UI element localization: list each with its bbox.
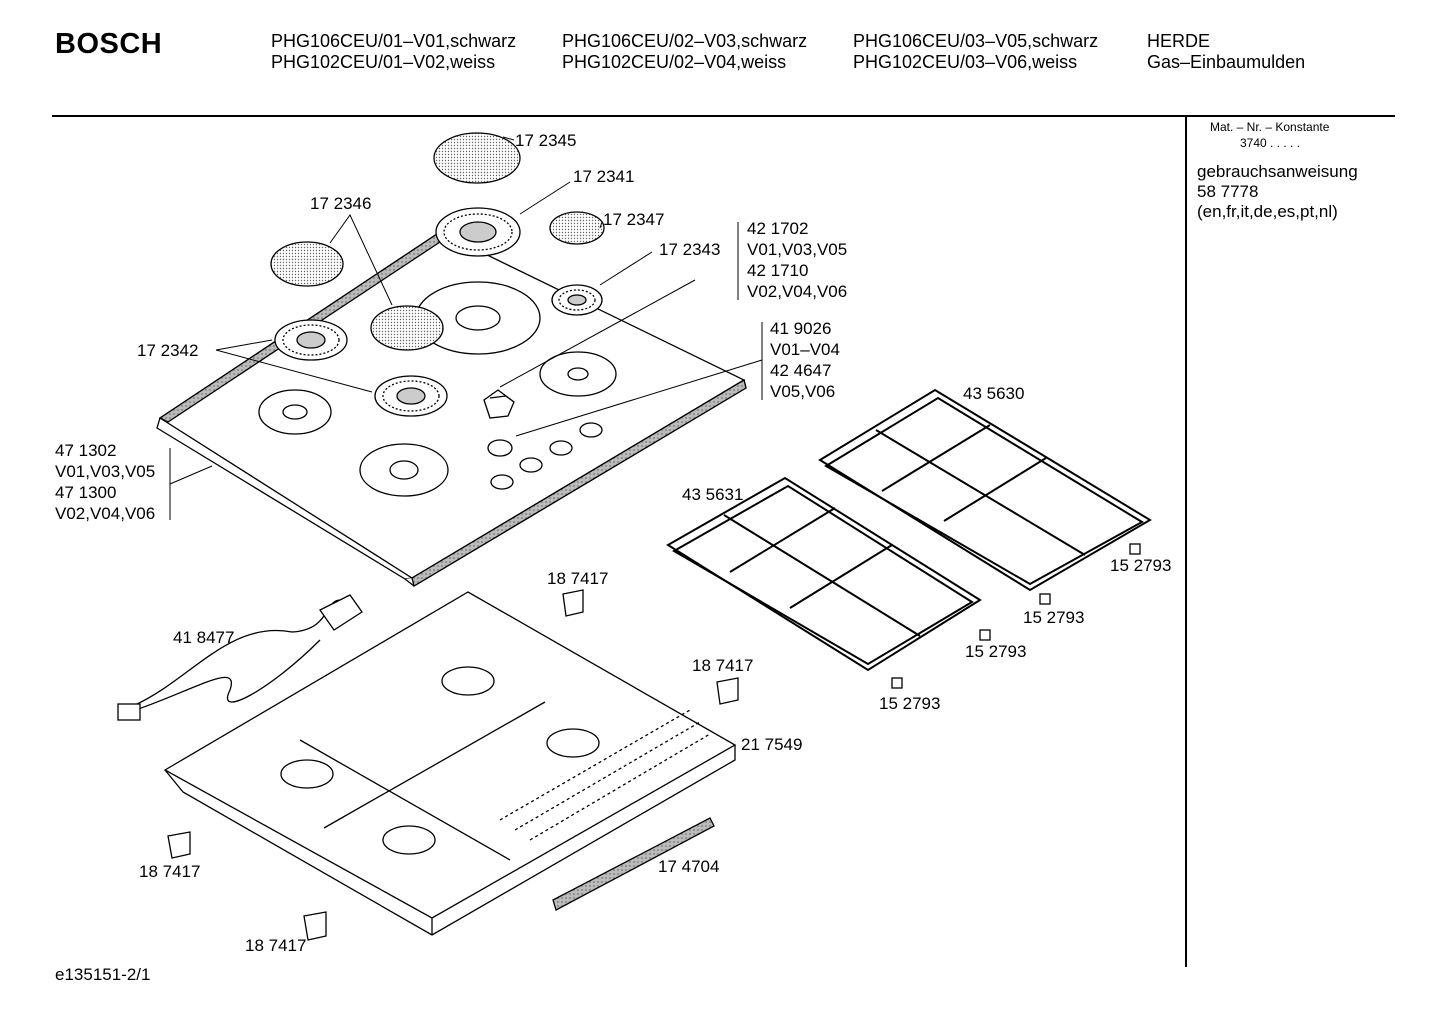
power-cable [117,594,363,721]
variant-list: V01,V03,V05 [55,462,156,481]
model-line: PHG106CEU/02–V03,schwarz [562,31,808,51]
seal-strip [552,817,715,911]
part-number: 42 1710 [747,261,809,280]
part-label-435630: 43 5630 [963,384,1025,403]
rubber-feet [891,543,1141,689]
part-label-172345: 17 2345 [515,131,577,150]
variant-list: V02,V04,V06 [55,504,156,523]
brackets [167,589,739,941]
part-label-419026: 41 9026 V01–V04 42 4647 V05,V06 [770,318,840,402]
brand-logo: BOSCH [55,28,163,60]
side-divider [1185,117,1187,967]
part-number: 42 4647 [770,361,832,380]
pan-support-435630 [818,388,1152,592]
part-label-418477: 41 8477 [173,628,235,647]
part-number: 42 1702 [747,219,809,238]
model-column-3: PHG106CEU/03–V05,schwarz PHG102CEU/03–V0… [853,31,1098,73]
burner-caps [270,132,605,351]
part-label-172346: 17 2346 [310,194,372,213]
mat-label: Mat. – Nr. – Konstante [1210,120,1330,134]
manual-title: gebrauchsanweisung [1197,162,1358,181]
burner-rings [274,207,603,417]
part-number: 47 1302 [55,441,117,460]
header-divider [52,115,1395,117]
part-label-172347: 17 2347 [603,210,665,229]
bottom-tray [163,591,737,936]
category-column: HERDE Gas–Einbaumulden [1147,31,1305,73]
category-title: HERDE [1147,31,1211,51]
model-line: PHG102CEU/03–V06,weiss [853,52,1078,72]
model-line: PHG102CEU/01–V02,weiss [271,52,496,72]
part-label-187417: 18 7417 [245,936,307,955]
category-subtitle: Gas–Einbaumulden [1147,52,1306,72]
part-label-172342: 17 2342 [137,341,199,360]
part-label-217549: 21 7549 [741,735,803,754]
part-label-152793: 15 2793 [965,642,1027,661]
part-label-152793: 15 2793 [1023,608,1085,627]
part-label-187417: 18 7417 [139,862,201,881]
manual-number: 58 7778 [1197,182,1259,201]
part-label-435631: 43 5631 [682,485,744,504]
variant-list: V01–V04 [770,340,840,359]
manual-languages: (en,fr,it,de,es,pt,nl) [1197,202,1338,221]
part-label-187417: 18 7417 [547,569,609,588]
part-label-471302: 47 1302 V01,V03,V05 47 1300 V02,V04,V06 [55,440,155,524]
part-number: 41 9026 [770,319,832,338]
mat-value: 3740 . . . . . [1240,136,1301,150]
variant-list: V05,V06 [770,382,836,401]
model-line: PHG102CEU/02–V04,weiss [562,52,787,72]
model-column-1: PHG106CEU/01–V01,schwarz PHG102CEU/01–V0… [271,31,516,73]
part-label-172341: 17 2341 [573,167,635,186]
exploded-parts-diagram [117,132,1152,941]
part-number: 47 1300 [55,483,117,502]
control-knob [483,389,515,419]
part-label-152793: 15 2793 [879,694,941,713]
model-line: PHG106CEU/01–V01,schwarz [271,31,517,51]
drawing-number: e135151-2/1 [55,965,151,984]
model-column-2: PHG106CEU/02–V03,schwarz PHG102CEU/02–V0… [562,31,807,73]
variant-list: V01,V03,V05 [747,240,848,259]
model-line: PHG106CEU/03–V05,schwarz [853,31,1099,51]
part-label-152793: 15 2793 [1110,556,1172,575]
part-label-174704: 17 4704 [658,857,720,876]
part-label-172343: 17 2343 [659,240,721,259]
part-label-187417: 18 7417 [692,656,754,675]
hob-top-plate [156,231,747,588]
leader-lines [169,136,763,520]
pan-support-435631 [666,476,982,672]
variant-list: V02,V04,V06 [747,282,848,301]
part-label-421702: 42 1702 V01,V03,V05 42 1710 V02,V04,V06 [747,218,847,302]
